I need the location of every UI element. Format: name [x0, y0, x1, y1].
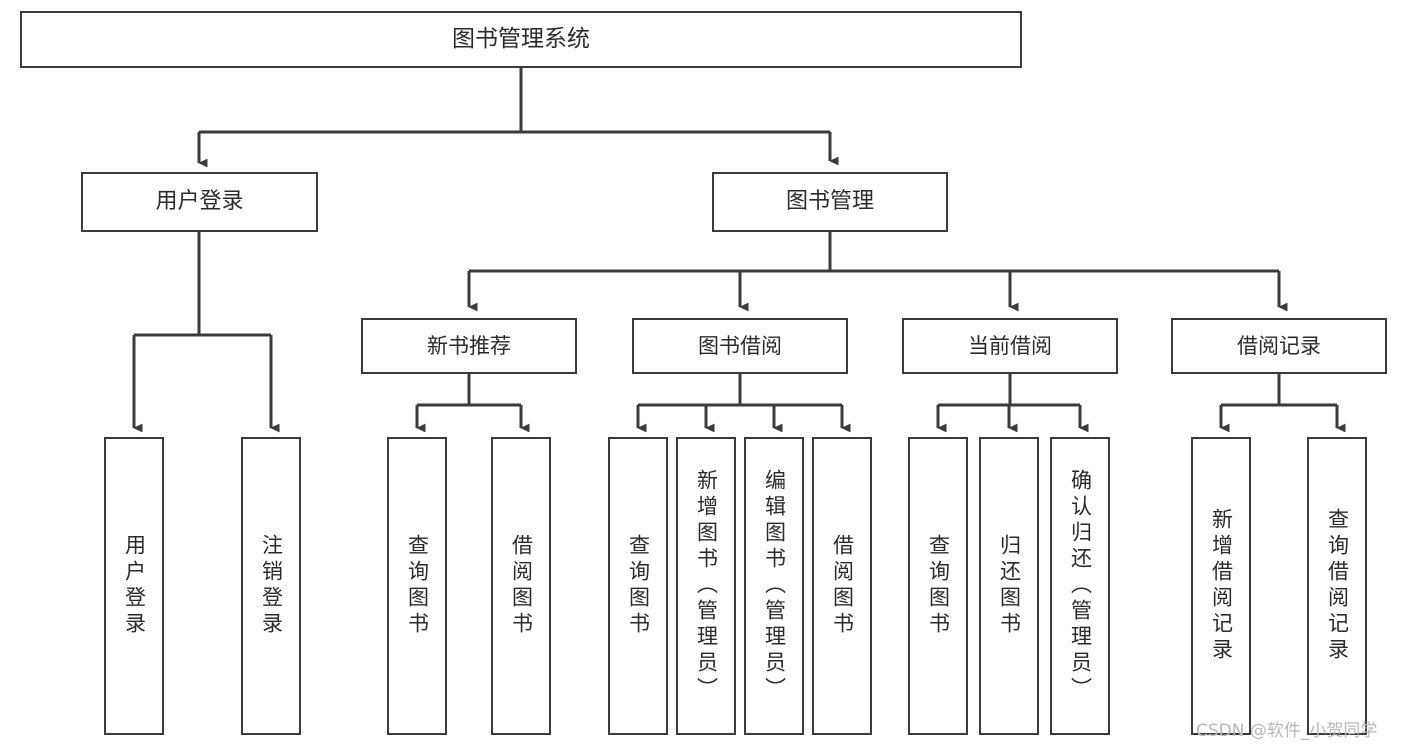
node-leaf-query-book-newbook[interactable]: 查询图书	[387, 437, 447, 735]
node-leaf-add-book-admin-label: 新增图书（管理员）	[694, 469, 719, 703]
node-leaf-query-book-current[interactable]: 查询图书	[908, 437, 968, 735]
node-book-borrowing-label: 图书借阅	[698, 333, 782, 358]
node-borrowing-records[interactable]: 借阅记录	[1171, 318, 1387, 374]
node-leaf-borrow-book-newbook-label: 借阅图书	[509, 534, 534, 638]
node-leaf-query-borrow-record[interactable]: 查询借阅记录	[1307, 437, 1367, 735]
node-new-book-recommendation-label: 新书推荐	[427, 333, 511, 358]
node-user-login-label: 用户登录	[155, 189, 244, 215]
node-book-borrowing[interactable]: 图书借阅	[632, 318, 848, 374]
node-leaf-logout-label: 注销登录	[259, 534, 284, 638]
node-user-login[interactable]: 用户登录	[81, 172, 318, 232]
node-leaf-query-book-borrow-label: 查询图书	[626, 534, 651, 638]
node-leaf-add-book-admin[interactable]: 新增图书（管理员）	[676, 437, 736, 735]
node-leaf-user-login-label: 用户登录	[122, 534, 147, 638]
node-leaf-query-book-borrow[interactable]: 查询图书	[608, 437, 668, 735]
node-borrowing-records-label: 借阅记录	[1237, 333, 1321, 358]
node-root-label: 图书管理系统	[452, 26, 590, 53]
node-leaf-borrow-book-newbook[interactable]: 借阅图书	[491, 437, 551, 735]
node-leaf-logout[interactable]: 注销登录	[241, 437, 301, 735]
node-leaf-query-book-current-label: 查询图书	[926, 534, 951, 638]
node-leaf-add-borrow-record-label: 新增借阅记录	[1209, 508, 1234, 664]
node-leaf-user-login[interactable]: 用户登录	[104, 437, 164, 735]
node-new-book-recommendation[interactable]: 新书推荐	[361, 318, 577, 374]
node-current-borrowing-label: 当前借阅	[968, 333, 1052, 358]
node-leaf-edit-book-admin-label: 编辑图书（管理员）	[762, 469, 787, 703]
node-leaf-edit-book-admin[interactable]: 编辑图书（管理员）	[744, 437, 804, 735]
node-leaf-query-book-newbook-label: 查询图书	[405, 534, 430, 638]
node-leaf-return-book[interactable]: 归还图书	[979, 437, 1039, 735]
node-leaf-confirm-return-admin[interactable]: 确认归还（管理员）	[1050, 437, 1110, 735]
node-leaf-add-borrow-record[interactable]: 新增借阅记录	[1191, 437, 1251, 735]
node-leaf-confirm-return-admin-label: 确认归还（管理员）	[1068, 469, 1093, 703]
node-root-book-management-system[interactable]: 图书管理系统	[20, 11, 1022, 68]
node-leaf-borrow-book-borrow[interactable]: 借阅图书	[812, 437, 872, 735]
node-book-management[interactable]: 图书管理	[712, 172, 948, 232]
node-leaf-query-borrow-record-label: 查询借阅记录	[1325, 508, 1350, 664]
node-current-borrowing[interactable]: 当前借阅	[902, 318, 1118, 374]
node-book-management-label: 图书管理	[785, 189, 874, 215]
node-leaf-return-book-label: 归还图书	[997, 534, 1022, 638]
node-leaf-borrow-book-borrow-label: 借阅图书	[830, 534, 855, 638]
